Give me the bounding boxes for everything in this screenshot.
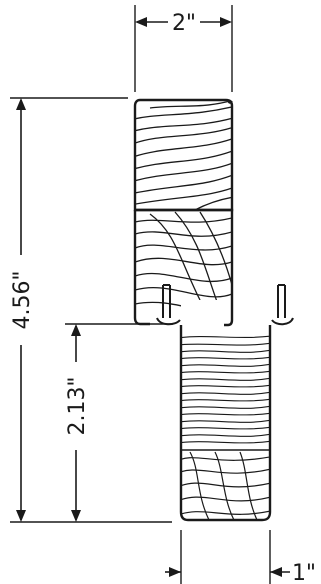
mortise-block — [133, 208, 294, 327]
tenon-width-label: 1" — [292, 561, 316, 584]
mortise-grain — [135, 211, 233, 314]
tenon — [179, 325, 272, 522]
left-groove — [162, 284, 171, 318]
dimension-total-height: 4.56" — [10, 97, 172, 523]
dimension-top-width: 2" — [134, 5, 233, 92]
tenon-grain-upper — [181, 335, 270, 444]
top-width-label: 2" — [172, 11, 196, 36]
tenon-height-label: 2.13" — [65, 376, 90, 435]
dimension-tenon-width: 1" — [165, 530, 316, 584]
dimension-tenon-height: 2.13" — [65, 323, 173, 522]
tenon-grain-lower — [181, 451, 270, 520]
upper-block — [133, 98, 234, 212]
upper-grain — [135, 100, 232, 210]
total-height-label: 4.56" — [10, 270, 35, 329]
right-groove — [277, 284, 286, 318]
